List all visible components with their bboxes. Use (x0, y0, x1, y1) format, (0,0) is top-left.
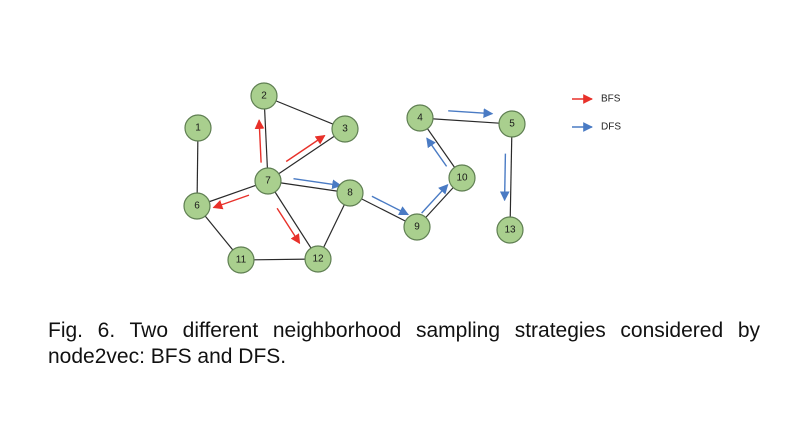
node-circle (406, 104, 434, 132)
dfs-arrow-10-to-4 (426, 137, 448, 167)
edge-7-8 (267, 180, 351, 194)
node-label: 12 (312, 254, 324, 265)
node-label: 5 (509, 119, 515, 130)
bfs-arrow-7-to-6 (212, 194, 250, 210)
node-label: 10 (456, 173, 468, 184)
node-9: 9 (403, 213, 431, 241)
node-4: 4 (406, 104, 434, 132)
node-1: 1 (184, 114, 212, 142)
node-label: 4 (417, 113, 423, 124)
node-circle (496, 216, 524, 244)
node-label: 8 (347, 188, 353, 199)
node-11: 11 (227, 246, 255, 274)
node-13: 13 (496, 216, 524, 244)
node-circle (184, 114, 212, 142)
node-circle (183, 192, 211, 220)
node-7: 7 (254, 167, 282, 195)
node-circle (227, 246, 255, 274)
node-label: 2 (261, 91, 267, 102)
dfs-arrow-5-to-13 (499, 153, 510, 202)
dfs-arrow-8-to-9 (371, 195, 409, 216)
node-12: 12 (304, 245, 332, 273)
figure-caption: Fig. 6. Two different neighborhood sampl… (48, 319, 760, 368)
legend-bfs-label: BFS (601, 94, 621, 105)
node-label: 6 (194, 201, 200, 212)
edge-7-12 (267, 180, 319, 260)
edge-2-3 (263, 95, 346, 130)
dfs-arrow-4-to-5 (448, 108, 494, 119)
node-circle (336, 179, 364, 207)
node-circle (304, 245, 332, 273)
node-circle (254, 167, 282, 195)
edge-2-7 (263, 95, 269, 182)
node-circle (331, 115, 359, 143)
node-label: 13 (504, 225, 516, 236)
dfs-arrow-9-to-10 (421, 183, 449, 214)
node-6: 6 (183, 192, 211, 220)
node-label: 9 (414, 222, 420, 233)
legend-dfs-label: DFS (601, 122, 621, 133)
bfs-arrow-7-to-2 (254, 119, 265, 163)
node-circle (498, 110, 526, 138)
edge-3-7 (267, 128, 346, 182)
node-5: 5 (498, 110, 526, 138)
legend: BFS DFS (572, 94, 621, 133)
bfs-arrow-7-to-12 (276, 207, 301, 245)
node-circle (448, 164, 476, 192)
node-label: 7 (265, 176, 271, 187)
node-8: 8 (336, 179, 364, 207)
node-label: 1 (195, 123, 201, 134)
node-3: 3 (331, 115, 359, 143)
node-label: 3 (342, 124, 348, 135)
edge-4-5 (419, 117, 513, 125)
node-label: 11 (236, 255, 247, 266)
edge-5-13 (509, 123, 513, 231)
node-10: 10 (448, 164, 476, 192)
dfs-arrow-7-to-8 (293, 178, 342, 190)
node-circle (250, 82, 278, 110)
traversal-arrows (212, 108, 510, 245)
node-circle (403, 213, 431, 241)
bfs-arrow-7-to-3 (285, 134, 326, 163)
node-2: 2 (250, 82, 278, 110)
